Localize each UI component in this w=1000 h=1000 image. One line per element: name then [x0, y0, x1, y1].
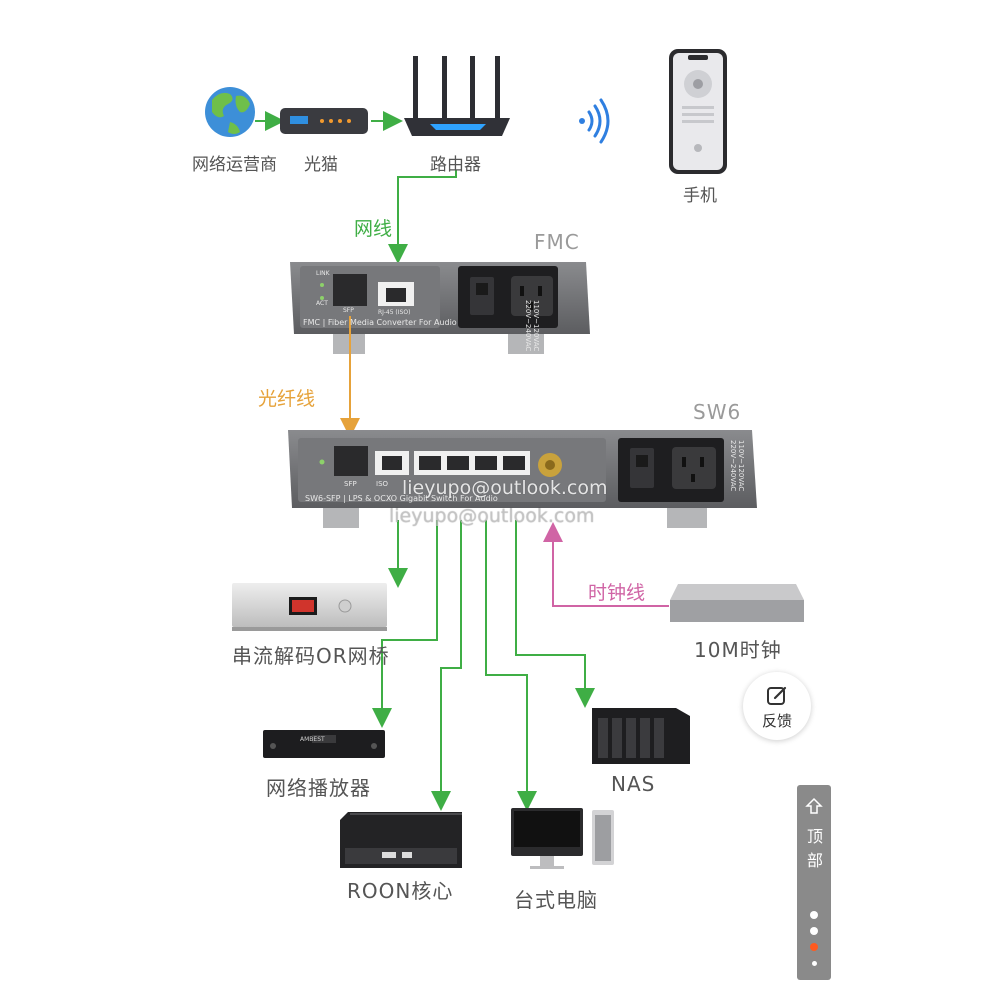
back-to-top-button[interactable]: 顶 部	[797, 785, 831, 875]
fmc-voltage-text: 110V~120VAC 220V~240VAC	[524, 300, 540, 352]
watermark-line-2: lieyupo@outlook.com	[389, 505, 595, 527]
fmc-caption: FMC | Fiber Media Converter For Audio	[303, 318, 457, 327]
network-player-device	[263, 730, 385, 758]
nas-device	[592, 708, 690, 764]
fmc-device	[290, 262, 590, 354]
page-dot-2[interactable]	[810, 927, 818, 935]
line-to-desktop	[485, 520, 537, 811]
clock-cable-label: 时钟线	[588, 582, 646, 604]
modem-label: 光猫	[304, 155, 338, 175]
clock-line	[543, 522, 669, 607]
arrow-up-icon	[805, 797, 823, 814]
sw6-iso-text: ISO	[376, 480, 389, 488]
fmc-sfp-text: SFP	[343, 307, 354, 314]
edit-icon	[767, 686, 787, 705]
streamer-device	[232, 583, 387, 631]
watermark-line-1: lieyupo@outlook.com	[402, 477, 608, 499]
wifi-signal-icon	[579, 98, 610, 144]
ethernet-cable-label: 网线	[354, 218, 393, 240]
phone-icon	[669, 49, 727, 174]
isp-label: 网络运营商	[192, 155, 277, 175]
page-dot-3-active[interactable]	[810, 943, 818, 951]
page-dot-4[interactable]	[812, 961, 817, 966]
desktop-computer-device	[511, 808, 614, 869]
roon-core-device	[340, 812, 462, 868]
sw6-label: SW6	[693, 400, 742, 424]
globe-icon	[205, 87, 255, 137]
streamer-label: 串流解码OR网桥	[232, 644, 390, 668]
sw6-voltage-text: 110V~120VAC 220V~240VAC	[729, 440, 745, 492]
line-to-nas	[515, 520, 595, 708]
ethernet-line	[388, 170, 457, 264]
sw6-device	[288, 430, 757, 528]
side-rail: 顶 部	[797, 785, 831, 980]
top-char-2: 部	[806, 851, 823, 870]
player-brand-text: AMBEST	[300, 736, 325, 743]
network-player-label: 网络播放器	[266, 776, 371, 800]
line-to-player	[372, 520, 438, 728]
fiber-cable-label: 光纤线	[258, 388, 316, 410]
router-label: 路由器	[430, 155, 481, 175]
sw6-sfp-text: SFP	[344, 480, 357, 488]
roon-core-label: ROON核心	[347, 879, 454, 903]
top-char-1: 顶	[806, 827, 823, 846]
desktop-label: 台式电脑	[514, 888, 598, 912]
clock-10m-label: 10M时钟	[694, 638, 782, 662]
sw6-caption: SW6-SFP | LPS & OCXO Gigabit Switch For …	[305, 494, 498, 503]
fmc-label: FMC	[534, 230, 580, 254]
feedback-button[interactable]: 反馈	[743, 672, 811, 740]
fmc-rj45-text: RJ-45 (ISO)	[378, 309, 411, 316]
page-dot-1[interactable]	[810, 911, 818, 919]
modem-icon	[280, 108, 368, 134]
feedback-label: 反馈	[761, 712, 792, 730]
line-to-roon	[431, 520, 462, 811]
clock-device	[670, 584, 804, 622]
fmc-link-text: LINK	[316, 270, 330, 277]
nas-label: NAS	[611, 772, 656, 796]
router-icon	[404, 56, 510, 136]
fmc-act-text: ACT	[316, 300, 328, 307]
phone-label: 手机	[683, 186, 717, 206]
